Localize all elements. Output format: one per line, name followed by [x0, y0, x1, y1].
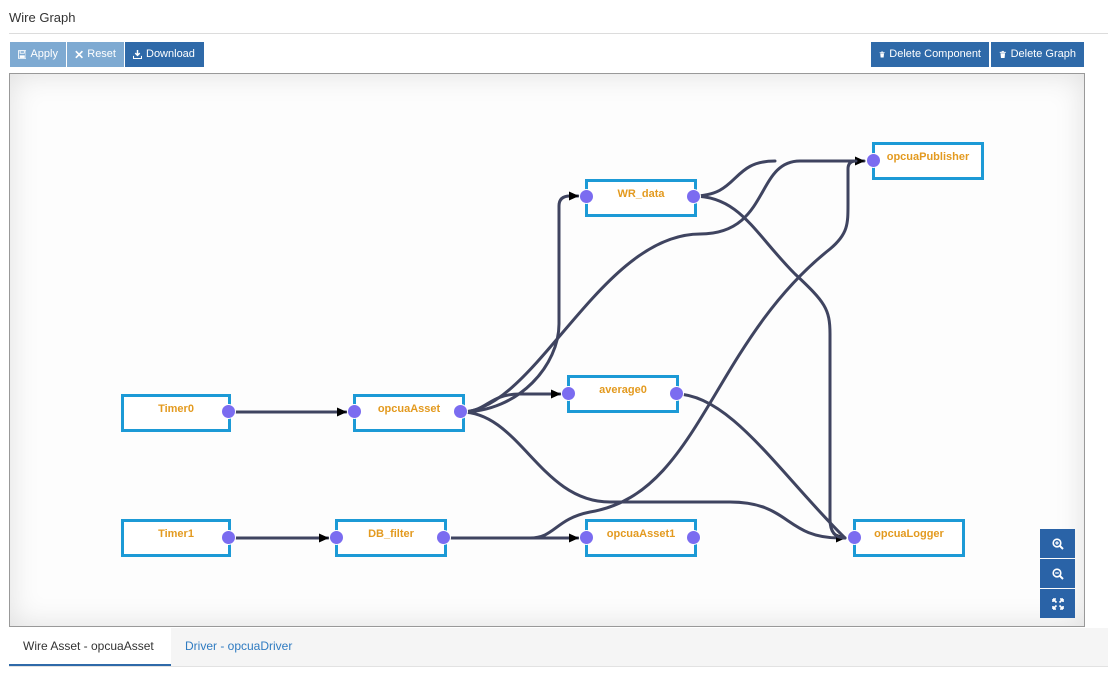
port-opcuaasset1-out[interactable] [686, 530, 701, 545]
node-label: DB_filter [368, 528, 414, 540]
port-dbfilter-in[interactable] [329, 530, 344, 545]
delete-graph-button[interactable]: Delete Graph [991, 42, 1084, 67]
node-label: average0 [599, 384, 647, 396]
port-wrdata-in[interactable] [579, 189, 594, 204]
delete-component-label: Delete Component [889, 48, 981, 60]
port-wrdata-out[interactable] [686, 189, 701, 204]
node-label: opcuaAsset [377, 403, 441, 415]
port-opcuaasset-in[interactable] [347, 404, 362, 419]
port-dbfilter-out[interactable] [436, 530, 451, 545]
node-label: opcuaAsset1 [606, 528, 676, 540]
zoom-in-button[interactable] [1040, 529, 1075, 558]
wire-opcuaasset-publisher[interactable] [459, 156, 866, 414]
title-divider [9, 33, 1108, 34]
node-label: WR_data [617, 188, 665, 200]
reset-button[interactable]: Reset [67, 42, 124, 67]
port-average0-out[interactable] [669, 386, 684, 401]
wire-opcuaasset-logger[interactable] [459, 410, 847, 543]
node-average0[interactable]: average0 [567, 375, 679, 413]
apply-button-label: Apply [30, 48, 58, 60]
fit-to-screen-button[interactable] [1040, 589, 1075, 618]
fit-icon [1051, 597, 1064, 610]
wire-wrdata-publisher[interactable] [691, 159, 777, 198]
port-average0-in[interactable] [561, 386, 576, 401]
download-button[interactable]: Download [125, 42, 204, 67]
bottom-tab-bar: Wire Asset - opcuaAsset Driver - opcuaDr… [9, 628, 1108, 667]
node-timer1[interactable]: Timer1 [121, 519, 231, 557]
apply-button[interactable]: Apply [10, 42, 66, 67]
download-icon [133, 50, 142, 59]
port-timer0-out[interactable] [221, 404, 236, 419]
node-wrdata[interactable]: WR_data [585, 179, 697, 217]
zoom-out-icon [1051, 567, 1064, 580]
save-icon [18, 50, 27, 59]
wires-layer [227, 156, 866, 543]
port-opcuaasset1-in[interactable] [579, 530, 594, 545]
delete-graph-label: Delete Graph [1010, 48, 1076, 60]
reset-button-label: Reset [87, 48, 116, 60]
zoom-in-icon [1051, 537, 1064, 550]
node-label: Timer1 [158, 528, 194, 540]
wire-opcuaasset-wrdata[interactable] [459, 191, 580, 414]
trash-icon [999, 50, 1006, 59]
node-opcuapublisher[interactable]: opcuaPublisher [872, 142, 984, 180]
node-label: Timer0 [158, 403, 194, 415]
wire-graph-canvas[interactable]: Timer0 Timer1 opcuaAsset DB_filter WR_da… [9, 73, 1085, 627]
wire-wrdata-logger[interactable] [691, 194, 847, 540]
node-opcuaasset1[interactable]: opcuaAsset1 [585, 519, 697, 557]
tab-driver[interactable]: Driver - opcuaDriver [185, 639, 293, 653]
page-title: Wire Graph [9, 10, 76, 25]
node-opcualogger[interactable]: opcuaLogger [853, 519, 965, 557]
port-opcuaasset-out[interactable] [453, 404, 468, 419]
node-opcuaasset[interactable]: opcuaAsset [353, 394, 465, 432]
wire-average0-logger[interactable] [674, 392, 847, 540]
tab-wire-asset[interactable]: Wire Asset - opcuaAsset [9, 628, 171, 666]
node-label: opcuaLogger [874, 528, 944, 540]
wire-dbfilter-publisher[interactable] [442, 159, 858, 540]
close-icon [75, 50, 84, 59]
download-button-label: Download [146, 48, 195, 60]
zoom-out-button[interactable] [1040, 559, 1075, 588]
port-timer1-out[interactable] [221, 530, 236, 545]
node-label: opcuaPublisher [886, 151, 970, 163]
trash-icon [879, 51, 885, 58]
node-dbfilter[interactable]: DB_filter [335, 519, 447, 557]
port-opcuapublisher-in[interactable] [866, 153, 881, 168]
port-opcualogger-in[interactable] [847, 530, 862, 545]
node-timer0[interactable]: Timer0 [121, 394, 231, 432]
delete-component-button[interactable]: Delete Component [871, 42, 989, 67]
